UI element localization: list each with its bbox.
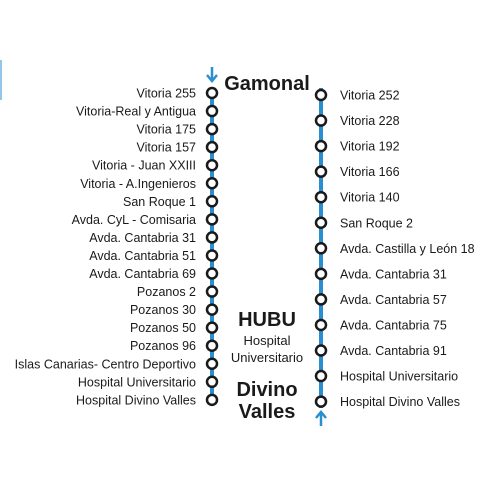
left-stop-marker <box>205 195 219 208</box>
right-stop-marker <box>314 216 328 229</box>
right-stop-marker <box>314 369 328 383</box>
left-stop-marker <box>205 375 219 389</box>
left-stop-marker <box>205 249 219 262</box>
left-stop-marker <box>205 393 219 407</box>
right-stop-marker <box>314 344 328 357</box>
left-stop-label: Vitoria 157 <box>136 141 196 155</box>
left-stop-marker <box>205 86 219 100</box>
right-stop-marker <box>314 139 328 153</box>
left-stop-label: Pozanos 30 <box>130 303 196 317</box>
right-stop-marker <box>314 293 328 306</box>
left-stop-marker <box>205 213 219 226</box>
right-stop-marker <box>314 165 328 178</box>
left-stop-marker <box>205 104 219 118</box>
right-stop-marker <box>314 395 328 408</box>
left-stop-label: Vitoria 175 <box>136 123 196 137</box>
right-stop-label: Vitoria 252 <box>340 89 400 103</box>
right-stop-marker <box>314 114 328 127</box>
hub-hubu-title: HUBU <box>238 309 296 331</box>
left-stop-marker <box>205 303 219 316</box>
hub-hubu-sub-1: Hospital <box>244 333 291 348</box>
right-stop-marker <box>314 242 328 255</box>
left-stop-marker <box>205 357 219 370</box>
right-stop-label: Avda. Cantabria 31 <box>340 267 447 281</box>
left-stop-marker <box>205 267 219 280</box>
right-stop-label: Vitoria 228 <box>340 114 400 128</box>
left-stop-marker <box>205 285 219 298</box>
right-stop-label: Avda. Cantabria 57 <box>340 293 447 307</box>
left-stop-marker <box>205 177 219 190</box>
right-stop-marker <box>314 318 328 332</box>
right-stop-marker <box>314 267 328 281</box>
right-stop-label: Avda. Cantabria 91 <box>340 344 447 358</box>
left-stop-marker <box>205 231 219 244</box>
hub-gamonal: Gamonal <box>224 73 310 95</box>
left-stop-marker <box>205 339 219 352</box>
left-stop-label: Hospital Divino Valles <box>76 393 196 407</box>
hub-divino-valles-1: Divino <box>236 379 297 401</box>
left-stop-label: Pozanos 50 <box>130 321 196 335</box>
hub-hubu-sub-2: Universitario <box>231 350 303 365</box>
right-stop-label: Vitoria 140 <box>340 191 400 205</box>
right-stop-label: San Roque 2 <box>340 216 413 230</box>
left-stop-marker <box>205 321 219 334</box>
left-stop-label: Avda. CyL - Comisaria <box>72 213 196 227</box>
left-stop-label: Avda. Cantabria 51 <box>89 249 196 263</box>
down-arrow-icon <box>206 67 218 83</box>
right-stop-label: Avda. Cantabria 75 <box>340 318 447 332</box>
left-stop-label: Pozanos 96 <box>130 339 196 353</box>
hub-divino-valles-2: Valles <box>239 401 296 423</box>
left-stop-label: San Roque 1 <box>123 195 196 209</box>
right-stop-label: Vitoria 166 <box>340 165 400 179</box>
left-stop-label: Vitoria 255 <box>136 87 196 101</box>
right-stop-label: Avda. Castilla y León 18 <box>340 242 475 256</box>
left-stop-label: Avda. Cantabria 69 <box>89 267 196 281</box>
left-stop-marker <box>205 140 219 154</box>
left-stop-label: Islas Canarias- Centro Deportivo <box>15 357 196 371</box>
right-stop-label: Hospital Universitario <box>340 370 458 384</box>
left-stop-label: Vitoria - A.Ingenieros <box>80 177 196 191</box>
right-stop-marker <box>314 88 328 102</box>
left-stop-marker <box>205 158 219 172</box>
left-stop-label: Vitoria-Real y Antigua <box>76 105 196 119</box>
left-stop-label: Pozanos 2 <box>137 285 196 299</box>
right-stop-label: Vitoria 192 <box>340 140 400 154</box>
left-stop-marker <box>205 122 219 136</box>
left-stop-label: Avda. Cantabria 31 <box>89 231 196 245</box>
edge-mark <box>0 60 2 100</box>
right-stop-label: Hospital Divino Valles <box>340 395 460 409</box>
right-stop-marker <box>314 190 328 204</box>
up-arrow-icon <box>315 410 327 426</box>
left-stop-label: Vitoria - Juan XXIII <box>92 159 196 173</box>
left-stop-label: Hospital Universitario <box>78 375 196 389</box>
